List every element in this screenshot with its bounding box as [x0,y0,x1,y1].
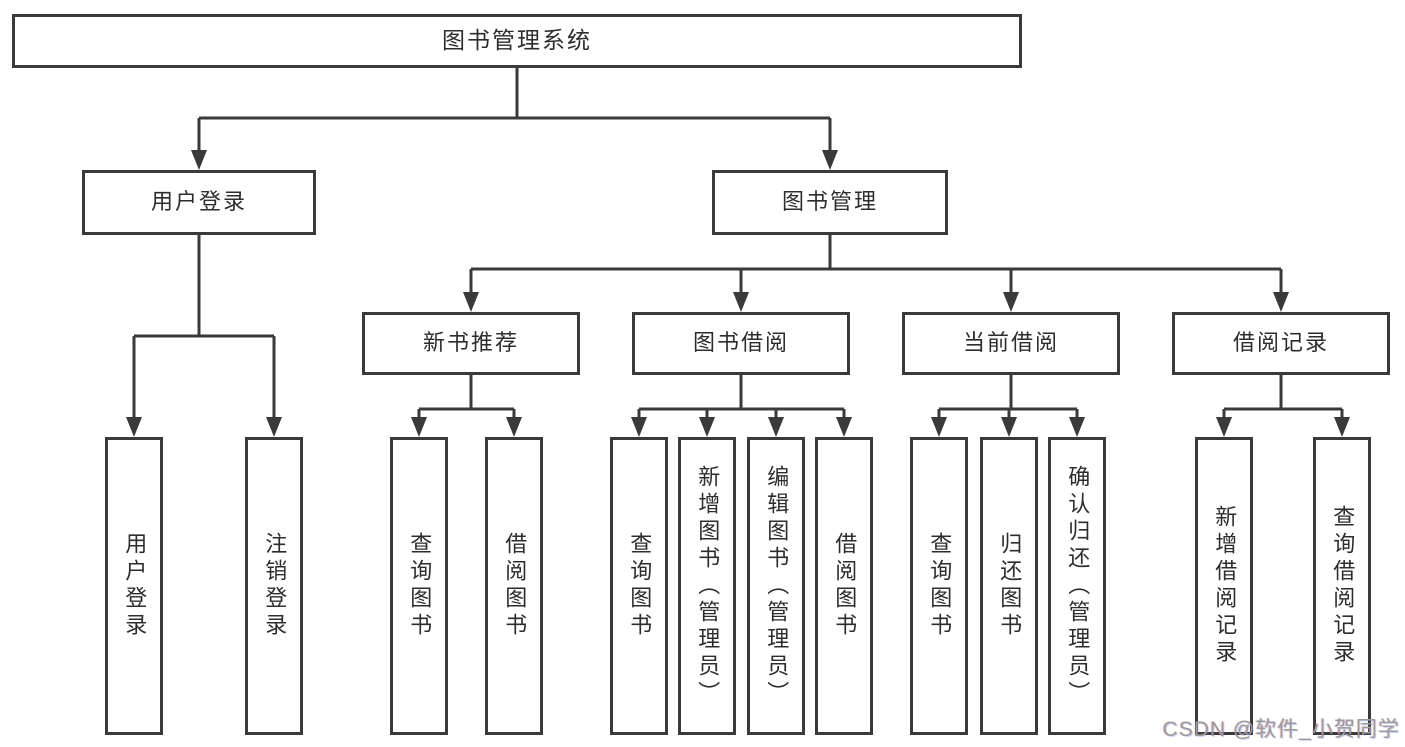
leaf-add-borrow-record-label: 新增借阅记录 [1212,505,1238,667]
leaf-logout-label: 注销登录 [262,532,288,640]
leaf-add-book-admin-label: 新增图书（管理员） [695,464,721,708]
node-book-borrowing-label: 图书借阅 [692,330,789,356]
node-borrowing-records: 借阅记录 [1172,312,1390,375]
leaf-query-books-1-label: 查询图书 [407,532,433,640]
node-new-book-recommend-label: 新书推荐 [422,330,519,356]
node-library-system-label: 图书管理系统 [442,27,592,54]
node-book-borrowing: 图书借阅 [632,312,850,375]
node-current-borrowing-label: 当前借阅 [962,330,1059,356]
leaf-query-books-2: 查询图书 [610,437,668,735]
leaf-edit-book-admin-label: 编辑图书（管理员） [764,464,790,708]
leaf-query-books-3-label: 查询图书 [927,532,953,640]
leaf-confirm-return-admin: 确认归还（管理员） [1048,437,1106,735]
node-borrowing-records-label: 借阅记录 [1232,330,1329,356]
node-book-management-label: 图书管理 [781,189,878,215]
node-library-system: 图书管理系统 [12,14,1022,68]
leaf-add-borrow-record: 新增借阅记录 [1195,437,1253,735]
leaf-return-books-label: 归还图书 [997,532,1023,640]
node-new-book-recommend: 新书推荐 [362,312,580,375]
leaf-borrow-books-2-label: 借阅图书 [832,532,858,640]
leaf-user-login: 用户登录 [105,437,163,735]
leaf-return-books: 归还图书 [980,437,1038,735]
leaf-query-books-2-label: 查询图书 [627,532,653,640]
leaf-query-books-3: 查询图书 [910,437,968,735]
leaf-borrow-books-1: 借阅图书 [485,437,543,735]
leaf-borrow-books-1-label: 借阅图书 [502,532,528,640]
node-current-borrowing: 当前借阅 [902,312,1120,375]
leaf-query-books-1: 查询图书 [390,437,448,735]
leaf-confirm-return-admin-label: 确认归还（管理员） [1065,464,1091,708]
leaf-borrow-books-2: 借阅图书 [815,437,873,735]
node-user-login: 用户登录 [82,170,316,235]
watermark: CSDN @软件_小贺同学 [1162,718,1400,741]
node-book-management: 图书管理 [712,170,948,235]
leaf-query-borrow-record-label: 查询借阅记录 [1330,505,1356,667]
leaf-user-login-label: 用户登录 [122,532,148,640]
leaf-query-borrow-record: 查询借阅记录 [1313,437,1371,735]
leaf-logout: 注销登录 [245,437,303,735]
leaf-edit-book-admin: 编辑图书（管理员） [747,437,805,735]
leaf-add-book-admin: 新增图书（管理员） [678,437,736,735]
node-user-login-label: 用户登录 [150,189,247,215]
